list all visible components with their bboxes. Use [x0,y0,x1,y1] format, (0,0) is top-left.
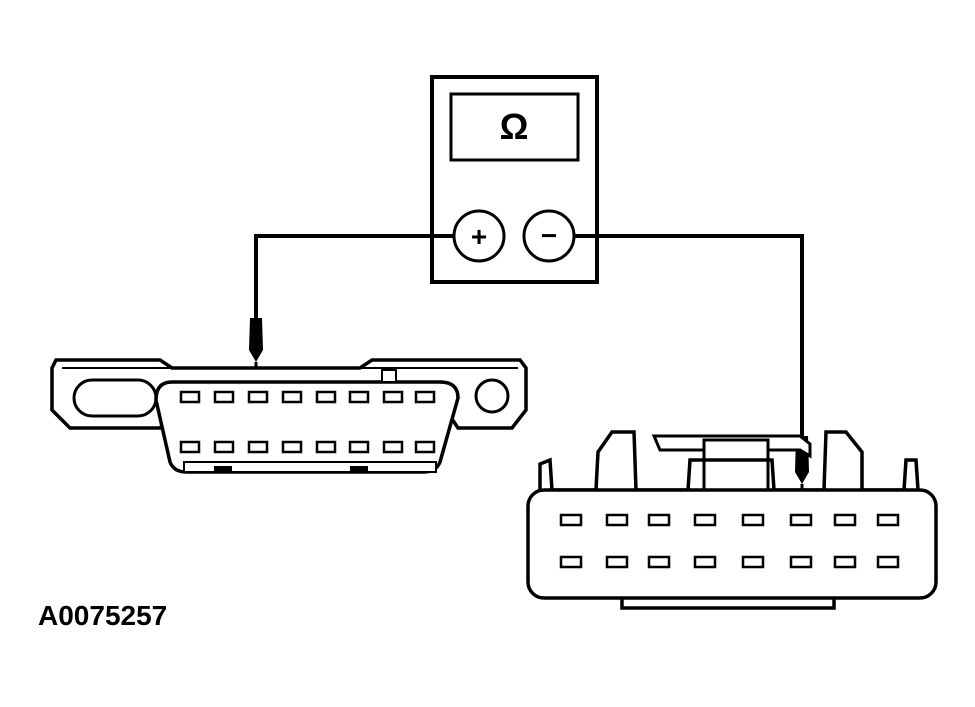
module-connector-body [526,488,938,600]
pin-cavity [382,440,404,454]
pin-cavity [315,390,337,404]
pin-cavity [247,390,269,404]
pin-cavity [833,555,857,569]
pin-cavity [348,440,370,454]
pin-cavity [213,440,235,454]
negative-lead-wire [574,234,804,440]
pin-cavity [213,390,235,404]
dlc-face [154,380,460,474]
pin-cavity [693,555,717,569]
pin-cavity [179,440,201,454]
negative-terminal-label: − [541,220,557,251]
dlc-pin-array [179,390,436,454]
pin-cavity [876,555,900,569]
module-pin-array [559,513,900,569]
pin-cavity [605,555,629,569]
pin-cavity [281,440,303,454]
pin-cavity [647,513,671,527]
pin-cavity [605,513,629,527]
test-leads [254,234,804,440]
dlc-mounting-hole [474,378,510,414]
data-link-connector [50,358,528,474]
pin-cavity [559,555,583,569]
pin-cavity [647,555,671,569]
pin-cavity [741,513,765,527]
pin-cavity [414,390,436,404]
pin-cavity [348,390,370,404]
pin-cavity [414,440,436,454]
figure-reference-id: A0075257 [38,600,168,631]
pin-cavity [247,440,269,454]
pin-cavity [382,390,404,404]
module-connector-lock [702,438,770,492]
positive-lead-wire [254,234,454,322]
positive-terminal-label: + [471,221,487,252]
pin-cavity [315,440,337,454]
ohm-symbol: Ω [500,106,529,147]
pin-cavity [741,555,765,569]
pin-cavity [789,555,813,569]
pin-cavity [833,513,857,527]
module-connector [526,430,938,610]
pin-cavity [281,390,303,404]
ohmmeter: Ω + − [430,75,599,284]
pin-cavity [559,513,583,527]
pin-cavity [179,390,201,404]
pin-cavity [789,513,813,527]
meter-display [449,92,580,162]
dlc-mounting-slot [72,378,158,418]
pin-cavity [693,513,717,527]
pin-cavity [876,513,900,527]
